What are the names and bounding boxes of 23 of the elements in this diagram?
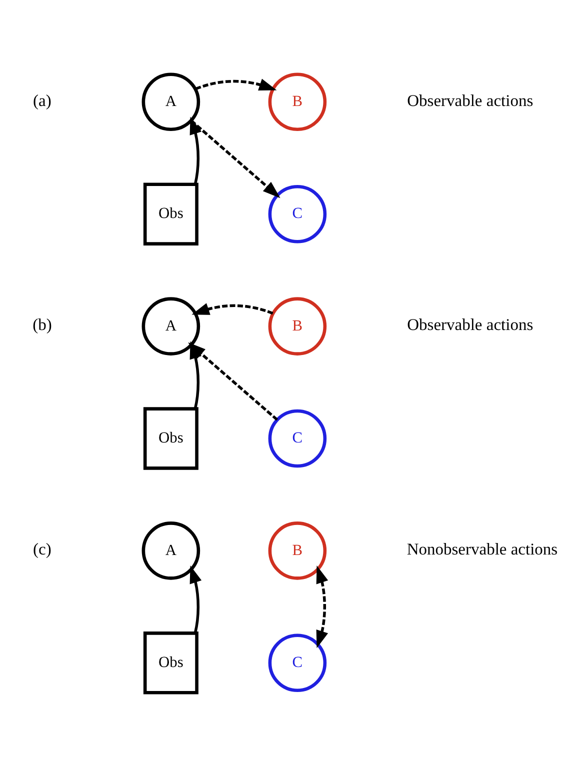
node-circle: A bbox=[142, 297, 200, 356]
node-circle: A bbox=[142, 522, 200, 580]
arrow bbox=[192, 303, 274, 315]
arrow bbox=[195, 78, 277, 90]
label: (b) bbox=[32, 315, 52, 334]
node-circle: A bbox=[142, 72, 200, 132]
node-circle: B bbox=[268, 72, 327, 132]
label: Observable actions bbox=[407, 90, 534, 110]
label: Nonobservable actions bbox=[406, 540, 558, 559]
node-circle: C bbox=[268, 409, 327, 468]
node-circle: C bbox=[268, 184, 327, 244]
node-box: Obs bbox=[143, 182, 198, 246]
node-circle: C bbox=[268, 634, 327, 692]
node-circle: B bbox=[268, 297, 327, 356]
arrow bbox=[316, 566, 328, 648]
node-box: Obs bbox=[143, 407, 198, 470]
label: Observable actions bbox=[407, 315, 534, 334]
arrow bbox=[190, 116, 202, 185]
label: (c) bbox=[33, 540, 52, 559]
label: (a) bbox=[33, 90, 52, 110]
node-circle: B bbox=[268, 522, 327, 580]
arrow bbox=[190, 566, 202, 634]
node-box: Obs bbox=[143, 632, 198, 694]
